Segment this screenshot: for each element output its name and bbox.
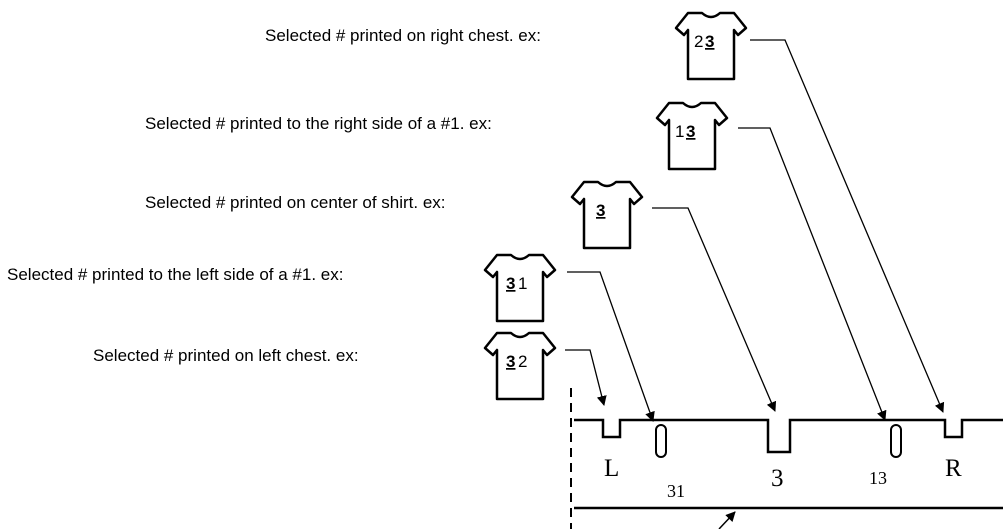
shirt-icon-right-chest: 2 3 xyxy=(674,11,748,81)
label-left-chest: Selected # printed on left chest. ex: xyxy=(93,346,359,365)
label-left-of-1: Selected # printed to the left side of a… xyxy=(7,265,344,284)
slot-label-center: 3 xyxy=(771,465,784,492)
shirt-main-number: 2 xyxy=(694,32,703,51)
bottom-pointer-arrow xyxy=(718,511,736,529)
shirt-main-number: 1 xyxy=(518,274,527,293)
leader-line-right-of-1 xyxy=(738,127,887,421)
shirt-selected-number: 3 xyxy=(686,122,695,141)
label-right-chest: Selected # printed on right chest. ex: xyxy=(265,26,541,45)
slot-label-right-of-1: 13 xyxy=(869,468,887,488)
shirt-icon-left-of-1: 3 1 xyxy=(483,253,557,323)
slot-profile-edge xyxy=(574,418,1003,454)
shirt-selected-number: 3 xyxy=(506,352,515,371)
slot-label-left: L xyxy=(604,455,619,482)
shirt-main-number: 1 xyxy=(675,122,684,141)
shirt-icon-right-of-1: 1 3 xyxy=(655,101,729,171)
shirt-selected-number: 3 xyxy=(705,32,714,51)
leader-line-left-chest xyxy=(565,349,607,406)
label-center: Selected # printed on center of shirt. e… xyxy=(145,193,446,212)
shirt-main-number: 2 xyxy=(518,352,527,371)
label-right-of-1: Selected # printed to the right side of … xyxy=(145,114,492,133)
slot-label-right: R xyxy=(945,455,962,482)
shirt-icon-center: 3 xyxy=(570,180,644,250)
shirt-icon-left-chest: 3 2 xyxy=(483,331,557,401)
slot-hole-left-of-1 xyxy=(655,424,667,458)
leader-line-right-chest xyxy=(750,39,945,413)
slot-label-left-of-1: 31 xyxy=(667,481,685,501)
shirt-selected-number: 3 xyxy=(506,274,515,293)
shirt-selected-number: 3 xyxy=(596,201,605,220)
leader-line-center xyxy=(652,207,777,412)
slot-hole-right-of-1 xyxy=(890,424,902,458)
leader-line-left-of-1 xyxy=(567,271,655,422)
